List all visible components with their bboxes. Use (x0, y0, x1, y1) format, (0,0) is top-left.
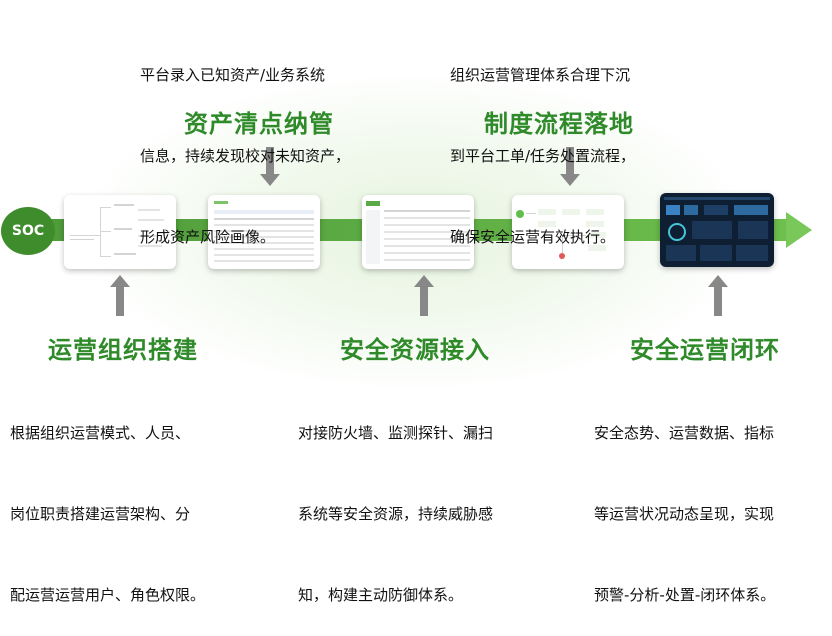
stage-5-desc-line: 安全态势、运营数据、指标 (594, 424, 775, 442)
stage-4-arrow (560, 147, 580, 187)
timeline-arrowhead (786, 212, 812, 248)
stage-1-desc-line: 根据组织运营模式、人员、 (10, 424, 191, 442)
stage-1-thumbnail (64, 195, 176, 269)
stage-5-arrow (708, 275, 728, 317)
stage-5-thumbnail (660, 193, 774, 267)
stage-1-title: 运营组织搭建 (48, 336, 198, 364)
stage-1-desc: 根据组织运营模式、人员、 岗位职责搭建运营架构、分 配运营运营用户、角色权限。 (10, 366, 205, 636)
stage-4-desc-line: 组织运营管理体系合理下沉 (450, 66, 631, 84)
stage-3-desc: 对接防火墙、监测探针、漏扫 系统等安全资源，持续威胁感 知，构建主动防御体系。 (298, 366, 493, 636)
stage-3-thumbnail (362, 195, 474, 269)
stage-1-desc-line: 岗位职责搭建运营架构、分 (10, 505, 191, 523)
stage-2-thumbnail (208, 195, 320, 269)
stage-2-arrow (260, 147, 280, 187)
stage-1-arrow (110, 275, 130, 317)
stage-3-desc-line: 对接防火墙、监测探针、漏扫 (298, 424, 494, 442)
stage-2-desc: 平台录入已知资产/业务系统 信息，持续发现校对未知资产， 形成资产风险画像。 (140, 8, 350, 278)
stage-4-thumbnail (512, 195, 624, 269)
stage-2-title: 资产清点纳管 (184, 110, 334, 138)
stage-5-desc: 安全态势、运营数据、指标 等运营状况动态呈现，实现 预警-分析-处置-闭环体系。 (594, 366, 775, 636)
stage-3-desc-line: 知，构建主动防御体系。 (298, 586, 464, 604)
soc-start-node: SOC (1, 207, 55, 255)
stage-5-desc-line: 等运营状况动态呈现，实现 (594, 505, 775, 523)
stage-4-desc: 组织运营管理体系合理下沉 到平台工单/任务处置流程， 确保安全运营有效执行。 (450, 8, 635, 278)
stage-5-desc-line: 预警-分析-处置-闭环体系。 (594, 586, 776, 604)
stage-5-title: 安全运营闭环 (630, 336, 780, 364)
stage-2-desc-line: 平台录入已知资产/业务系统 (140, 66, 326, 84)
stage-3-desc-line: 系统等安全资源，持续威胁感 (298, 505, 494, 523)
stage-4-desc-line: 到平台工单/任务处置流程， (450, 147, 636, 165)
stage-1-desc-line: 配运营运营用户、角色权限。 (10, 586, 206, 604)
stage-3-title: 安全资源接入 (340, 336, 490, 364)
stage-4-title: 制度流程落地 (484, 110, 634, 138)
stage-2-desc-line: 形成资产风险画像。 (140, 228, 276, 246)
stage-4-desc-line: 确保安全运营有效执行。 (450, 228, 616, 246)
stage-3-arrow (414, 275, 434, 317)
stage-2-desc-line: 信息，持续发现校对未知资产， (140, 147, 351, 165)
